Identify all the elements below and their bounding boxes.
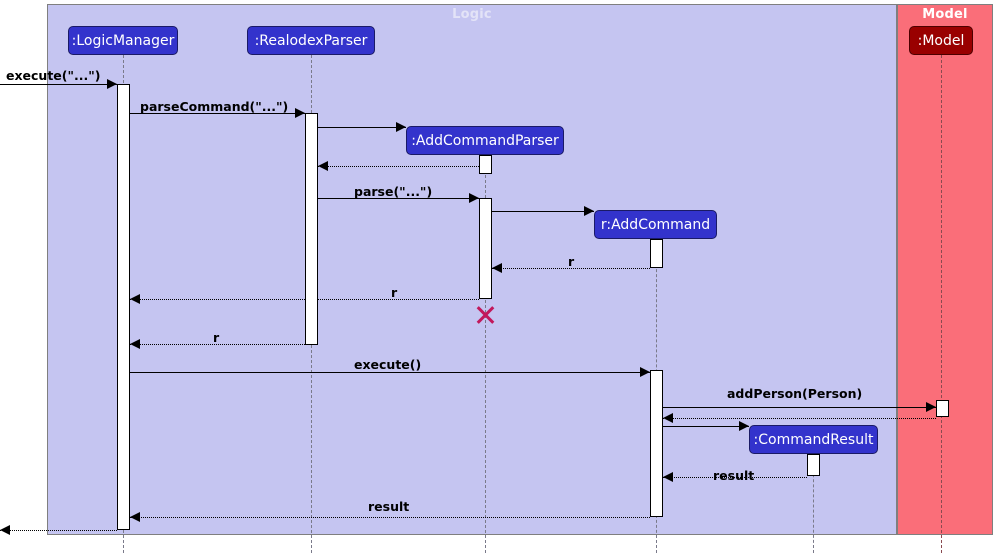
activation-bar-command_result: [807, 454, 820, 476]
message-line-m10: [130, 372, 650, 373]
message-line-m16: [0, 530, 117, 531]
arrowhead-m7: [492, 263, 502, 273]
message-label-m11: addPerson(Person): [727, 386, 863, 401]
message-line-m15: [130, 517, 650, 518]
arrowhead-m13: [739, 421, 749, 431]
message-line-m1: [0, 84, 117, 85]
arrowhead-m3: [396, 122, 406, 132]
message-line-m14: [663, 477, 807, 478]
message-line-m9: [130, 344, 305, 345]
message-label-m10: execute(): [354, 357, 422, 372]
arrowhead-m1: [107, 79, 117, 89]
arrowhead-m8: [130, 294, 140, 304]
arrowhead-m4: [318, 161, 328, 171]
lifeline-command_result: [813, 454, 814, 553]
message-line-m4: [318, 166, 479, 167]
arrowhead-m5: [469, 193, 479, 203]
message-label-m15: result: [368, 499, 410, 514]
message-line-m8: [130, 299, 479, 300]
arrowhead-m16: [0, 525, 10, 535]
message-line-m13: [663, 426, 749, 427]
participant-logic_manager[interactable]: :LogicManager: [68, 26, 178, 55]
partition-logic: Logic: [47, 4, 897, 535]
participant-command_result[interactable]: :CommandResult: [749, 425, 878, 454]
partition-title-model: Model: [922, 7, 968, 22]
activation-bar-realodex_parser: [305, 113, 318, 345]
activation-bar-add_command_parser: [479, 198, 492, 299]
participant-label-logic_manager: :LogicManager: [71, 32, 175, 49]
arrowhead-m15: [130, 512, 140, 522]
participant-add_command_parser[interactable]: :AddCommandParser: [406, 126, 564, 155]
destroy-marker-add_command_parser: [474, 304, 496, 326]
activation-bar-add_command: [650, 239, 663, 268]
message-label-m7: r: [568, 254, 575, 269]
message-line-m3: [318, 127, 406, 128]
participant-add_command[interactable]: r:AddCommand: [594, 210, 717, 239]
message-label-m14: result: [713, 468, 755, 483]
arrowhead-m2: [295, 108, 305, 118]
message-line-m6: [492, 211, 594, 212]
arrowhead-m14: [663, 472, 673, 482]
lifeline-model: [941, 55, 942, 553]
activation-bar-logic_manager: [117, 84, 130, 530]
participant-label-add_command_parser: :AddCommandParser: [411, 132, 559, 149]
activation-bar-add_command_parser: [479, 155, 492, 174]
partition-title-logic: Logic: [452, 7, 492, 22]
message-label-m8: r: [391, 285, 398, 300]
arrowhead-m9: [130, 339, 140, 349]
participant-label-realodex_parser: :RealodexParser: [254, 32, 368, 49]
arrowhead-m12: [663, 413, 673, 423]
arrowhead-m6: [584, 206, 594, 216]
arrowhead-m11: [926, 402, 936, 412]
message-line-m2: [130, 113, 305, 114]
message-line-m5: [318, 198, 479, 199]
activation-bar-model: [936, 400, 949, 417]
participant-label-command_result: :CommandResult: [753, 431, 874, 448]
activation-bar-add_command: [650, 370, 663, 517]
message-label-m5: parse("..."): [354, 184, 433, 199]
participant-realodex_parser[interactable]: :RealodexParser: [247, 26, 375, 55]
message-label-m9: r: [213, 330, 220, 345]
participant-model[interactable]: :Model: [909, 26, 973, 55]
message-line-m11: [663, 407, 936, 408]
lifeline-add_command_parser: [485, 155, 486, 553]
partition-model: Model: [897, 4, 993, 535]
message-label-m1: execute("..."): [6, 68, 101, 83]
message-line-m7: [492, 268, 650, 269]
message-line-m12: [663, 418, 936, 419]
arrowhead-m10: [640, 367, 650, 377]
message-label-m2: parseCommand("..."): [140, 99, 289, 114]
participant-label-add_command: r:AddCommand: [600, 216, 711, 233]
participant-label-model: :Model: [917, 32, 965, 49]
